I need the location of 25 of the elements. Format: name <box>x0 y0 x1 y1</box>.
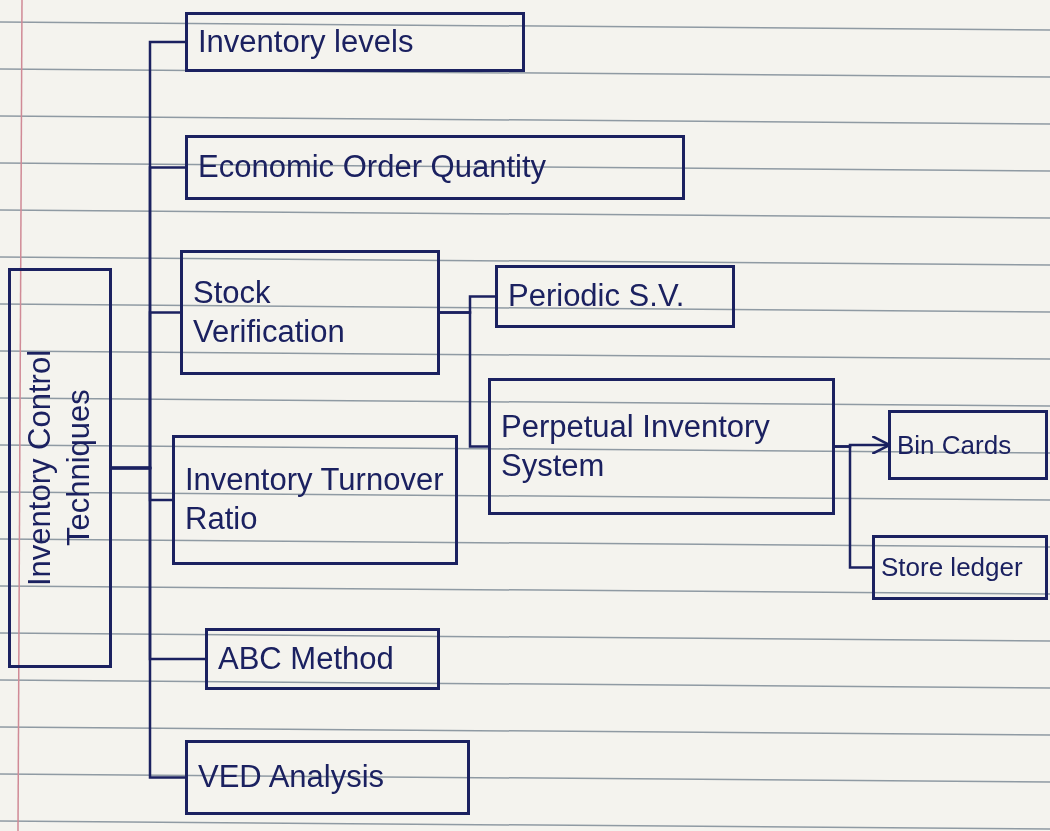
node-label: Bin Cards <box>897 428 1012 462</box>
connector-line <box>440 311 488 448</box>
text-box <box>872 535 1048 600</box>
text-box <box>185 135 685 200</box>
text-box <box>172 435 458 565</box>
node-label: Inventory Turnover Ratio <box>185 461 445 538</box>
text-box <box>495 265 735 328</box>
node-label: VED Analysis <box>198 758 385 797</box>
text-box <box>8 268 112 668</box>
node-label: Perpetual Inventory System <box>501 407 771 485</box>
connector-line <box>112 466 185 779</box>
node-label: Stock Verification <box>193 273 346 351</box>
text-box <box>488 378 835 515</box>
text-box <box>205 628 440 690</box>
text-box <box>185 12 525 72</box>
text-box <box>888 410 1048 480</box>
node-label: Inventory Control Techniques <box>21 348 97 589</box>
node-label: Inventory levels <box>198 22 414 61</box>
text-box <box>180 250 440 375</box>
connector-line <box>835 445 872 569</box>
node-label: Store ledger <box>881 551 1023 584</box>
node-label: Periodic S.V. <box>508 277 685 316</box>
node-label: Economic Order Quantity <box>198 148 547 187</box>
node-label: ABC Method <box>218 639 394 678</box>
text-box <box>185 740 470 815</box>
